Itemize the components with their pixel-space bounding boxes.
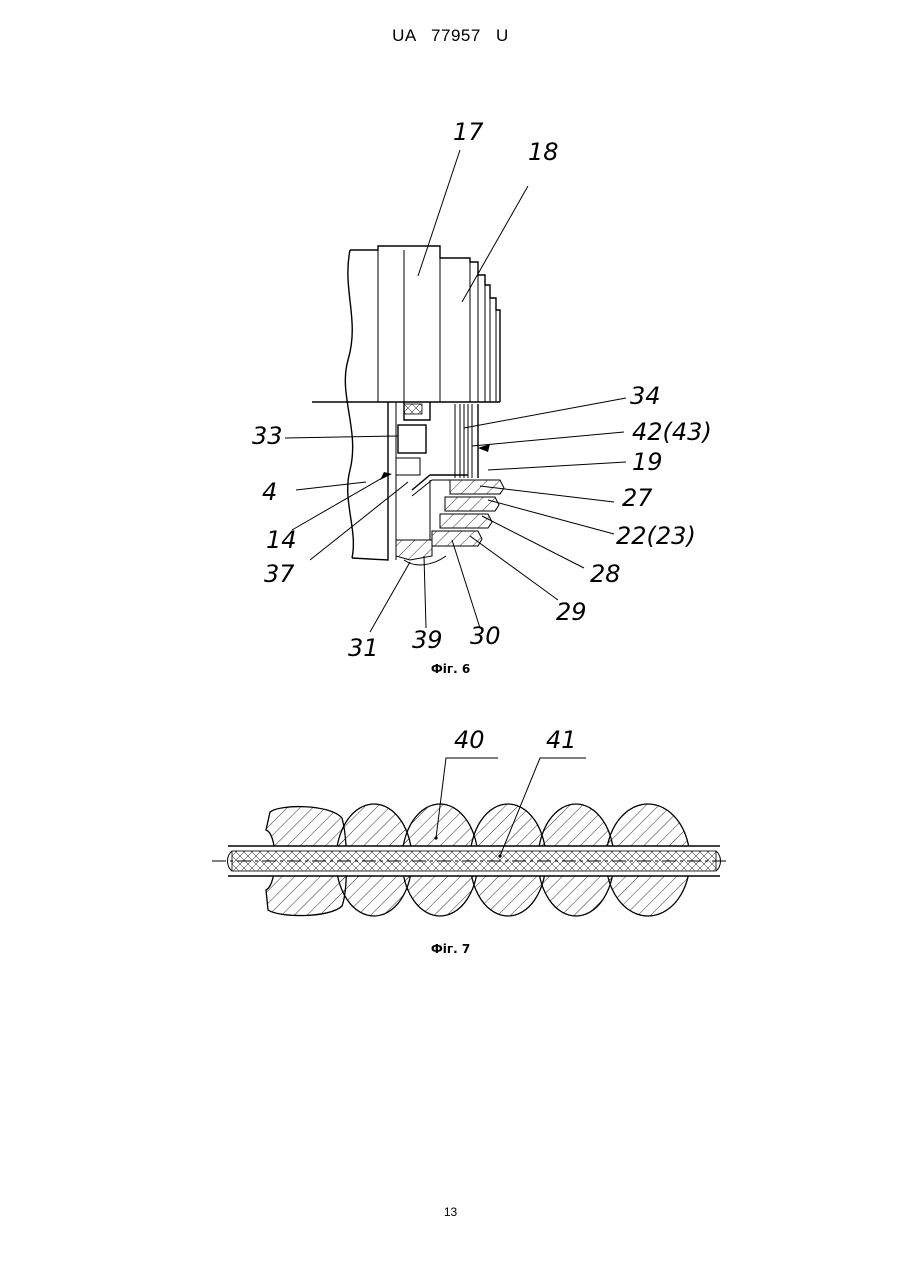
label-41: 41: [546, 726, 577, 754]
label-37: 37: [264, 560, 295, 588]
label-39: 39: [412, 626, 443, 654]
figure-6-labels: 17 18 34 42(43) 19 27 22(23) 28 29 30 39…: [252, 118, 712, 662]
label-14: 14: [266, 526, 297, 554]
label-22-23: 22(23): [616, 522, 696, 550]
label-29: 29: [556, 598, 587, 626]
label-30: 30: [470, 622, 501, 650]
label-17: 17: [453, 118, 484, 146]
figure-7-labels: 40 41: [454, 726, 577, 754]
label-27: 27: [622, 484, 653, 512]
label-18: 18: [528, 138, 559, 166]
label-40: 40: [454, 726, 485, 754]
label-4: 4: [262, 478, 277, 506]
figure-7-drawing: [212, 758, 730, 916]
label-19: 19: [632, 448, 663, 476]
figure-6-caption: Фіг. 6: [0, 662, 901, 676]
page-number: 13: [0, 1205, 901, 1219]
figure-7-caption: Фіг. 7: [0, 942, 901, 956]
label-28: 28: [590, 560, 621, 588]
figure-6-drawing: [285, 150, 626, 632]
label-42-43: 42(43): [632, 418, 712, 446]
label-31: 31: [348, 634, 379, 662]
label-34: 34: [630, 382, 661, 410]
label-33: 33: [252, 422, 283, 450]
